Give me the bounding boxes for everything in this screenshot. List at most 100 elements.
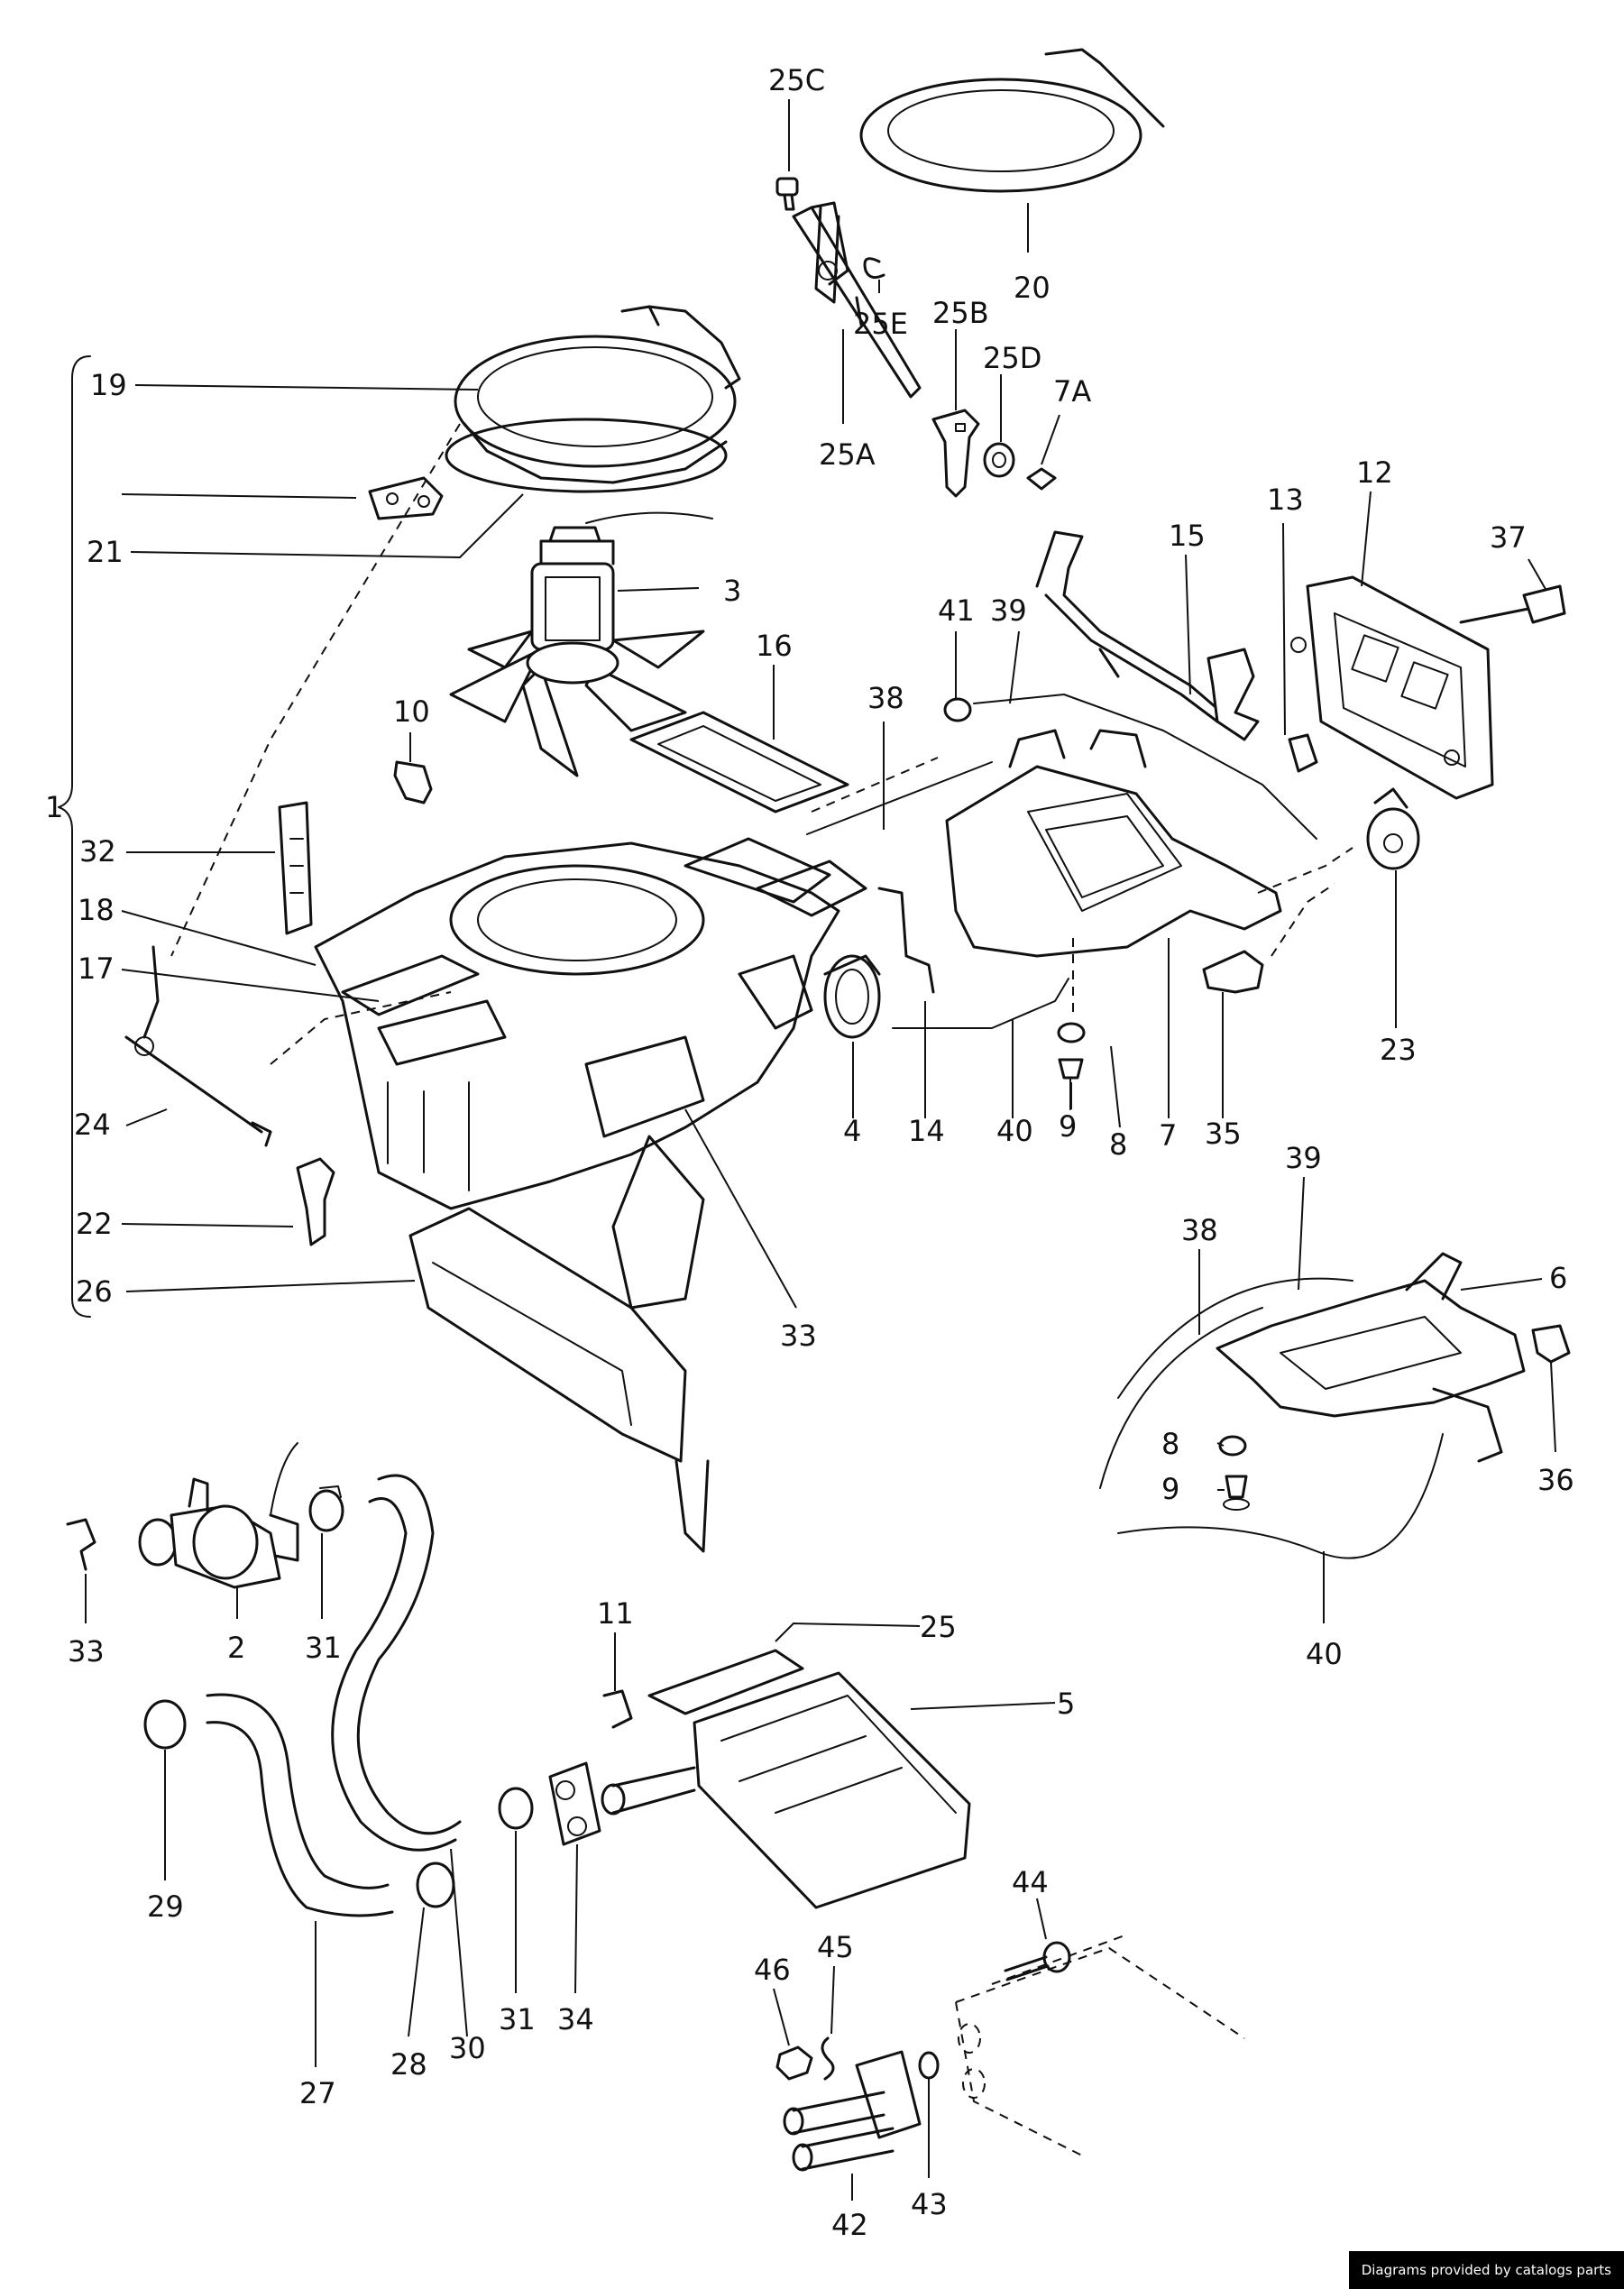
- part-27-hose: [206, 1693, 390, 1889]
- part-20-lid: [859, 48, 1165, 193]
- part-43-oring: [918, 2051, 940, 2080]
- group-1-brace: [58, 355, 91, 1318]
- part-13-clip: [1288, 733, 1318, 773]
- part-35-link: [1202, 950, 1264, 994]
- label-23: 23: [1380, 1033, 1417, 1067]
- label-31-lower: 31: [499, 2002, 536, 2036]
- part-37-knob: [1459, 584, 1566, 624]
- label-38-upper: 38: [867, 681, 904, 715]
- label-16: 16: [756, 629, 793, 663]
- assembly-guide-lines: [170, 423, 1353, 1065]
- part-12-control-panel: [1290, 575, 1494, 800]
- label-25e: 25E: [853, 307, 908, 341]
- part-26-bracket: [408, 1207, 710, 1553]
- part-34-gasket: [548, 1761, 601, 1846]
- part-15-lever: [1035, 530, 1260, 741]
- part-40-cable-upper: [892, 978, 1069, 1029]
- label-44: 44: [1012, 1865, 1049, 1899]
- label-36: 36: [1537, 1463, 1574, 1497]
- label-39-lower: 39: [1285, 1141, 1322, 1175]
- label-12: 12: [1356, 455, 1393, 490]
- part-31-clamp-lower: [498, 1787, 534, 1830]
- part-25e-clip: [863, 257, 885, 280]
- label-5: 5: [1057, 1687, 1075, 1721]
- label-9-lower: 9: [1161, 1472, 1179, 1506]
- label-19: 19: [90, 368, 127, 402]
- part-labels: 25C 20 25E 25B 25D 7A 25A 19 21 3 15 13 …: [45, 63, 1574, 2242]
- label-39-upper: 39: [990, 593, 1027, 628]
- part-39-cable-lower: [1117, 1277, 1353, 1399]
- label-25a: 25A: [819, 437, 876, 472]
- part-7a-washer: [1026, 467, 1057, 491]
- part-25b-arm: [931, 409, 980, 498]
- leader-lines: [85, 99, 1556, 2201]
- part-46-nut: [775, 2045, 813, 2081]
- part-8-washer-upper: [1057, 1022, 1086, 1043]
- part-21-seal: [368, 418, 728, 520]
- label-35: 35: [1205, 1117, 1242, 1151]
- label-13: 13: [1267, 483, 1304, 517]
- label-20: 20: [1014, 271, 1051, 305]
- label-25d: 25D: [983, 341, 1041, 375]
- credit-badge: Diagrams provided by catalogs parts: [1348, 2251, 1624, 2289]
- part-24-rod: [124, 945, 272, 1147]
- part-11-clip: [602, 1689, 633, 1729]
- label-46: 46: [754, 1953, 791, 1987]
- label-33-lower: 33: [68, 1634, 105, 1668]
- part-16-filter-frame: [629, 711, 849, 814]
- label-24: 24: [74, 1108, 111, 1142]
- label-9-upper: 9: [1059, 1109, 1077, 1144]
- label-34: 34: [557, 2002, 594, 2036]
- part-38-cable-lower: [1099, 1307, 1263, 1489]
- part-36-knob: [1531, 1324, 1571, 1364]
- part-9-screw-lower: [1223, 1475, 1250, 1511]
- part-17-heater-housing: [314, 837, 867, 1310]
- label-31-upper: 31: [305, 1631, 342, 1665]
- label-25b: 25B: [932, 296, 989, 330]
- label-21: 21: [87, 535, 124, 569]
- part-33-clip-lower: [66, 1518, 96, 1571]
- part-23-actuator: [1366, 787, 1420, 870]
- label-29: 29: [147, 1889, 184, 1924]
- part-14-rod: [877, 887, 935, 994]
- part-29-clamp: [143, 1699, 187, 1750]
- label-27: 27: [299, 2076, 336, 2110]
- label-7a: 7A: [1053, 374, 1091, 409]
- label-11: 11: [597, 1596, 634, 1631]
- part-40-cable-lower: [1117, 1433, 1444, 1559]
- part-38-cable-upper: [806, 761, 993, 835]
- label-45: 45: [817, 1930, 854, 1964]
- label-25: 25: [920, 1610, 957, 1644]
- part-28-clamp: [416, 1862, 455, 1908]
- part-6-control-unit-lower: [1216, 1252, 1526, 1463]
- label-33-upper: 33: [780, 1319, 817, 1353]
- label-37: 37: [1490, 520, 1527, 555]
- label-42: 42: [831, 2208, 868, 2242]
- label-43: 43: [911, 2187, 948, 2221]
- part-22-lever: [296, 1157, 335, 1246]
- label-38-lower: 38: [1181, 1213, 1218, 1247]
- label-3: 3: [723, 574, 741, 608]
- label-28: 28: [390, 2047, 427, 2082]
- part-5-heater-core: [601, 1671, 971, 1909]
- label-10: 10: [393, 694, 430, 729]
- part-7-control-unit: [945, 729, 1282, 958]
- label-2: 2: [227, 1631, 245, 1665]
- label-17: 17: [78, 951, 115, 986]
- label-1: 1: [45, 790, 63, 824]
- label-14: 14: [908, 1114, 945, 1148]
- label-30: 30: [449, 2031, 486, 2065]
- part-25c-bolt: [775, 177, 799, 211]
- part-42-pipe-flange: [783, 2050, 922, 2172]
- part-30-hose-inner: [331, 1497, 457, 1852]
- label-6: 6: [1549, 1261, 1567, 1295]
- phantom-heater-core: [955, 1934, 1245, 2156]
- label-40-upper: 40: [996, 1114, 1033, 1148]
- part-32-bracket: [278, 801, 313, 935]
- label-26: 26: [76, 1274, 113, 1309]
- label-4: 4: [843, 1114, 861, 1148]
- label-22: 22: [76, 1207, 113, 1241]
- part-19-blower-cover: [454, 305, 741, 484]
- part-25d-grommet: [983, 442, 1015, 478]
- part-30-hose: [356, 1474, 462, 1835]
